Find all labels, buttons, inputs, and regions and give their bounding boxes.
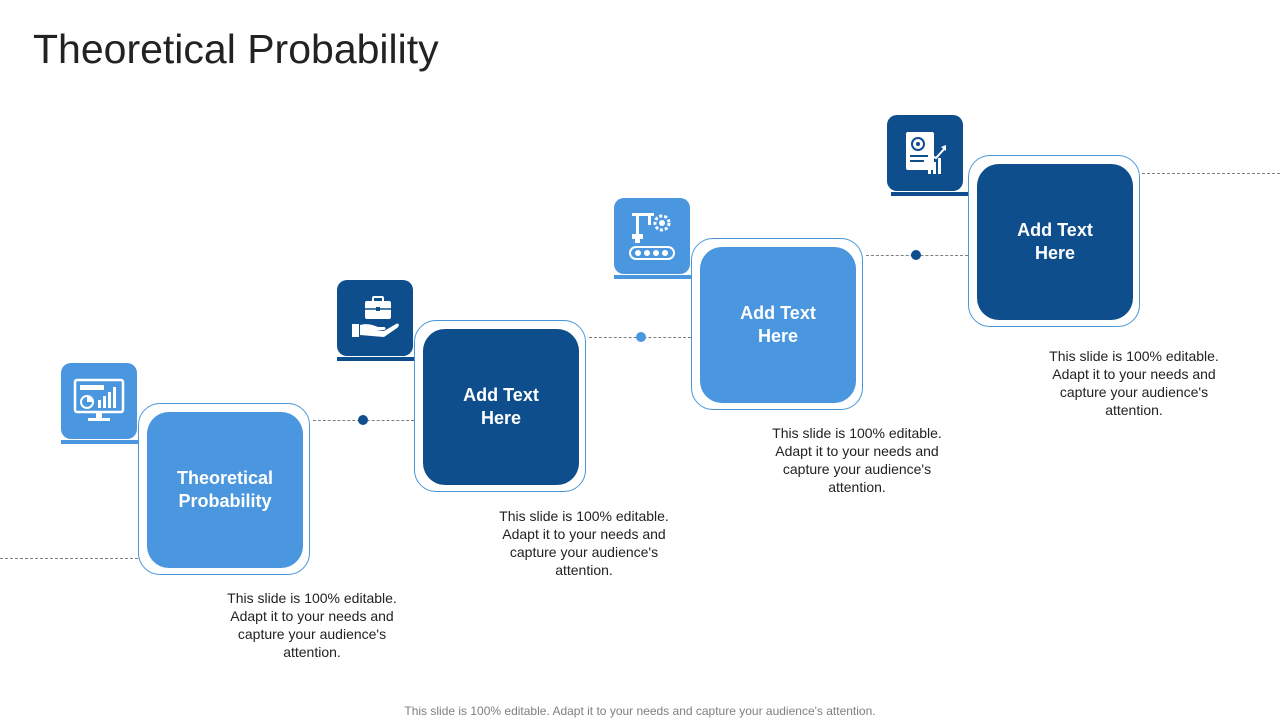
monitor-chart-icon	[73, 378, 125, 421]
step-4-card: Add Text Here	[968, 155, 1140, 327]
connector-line	[1142, 173, 1280, 174]
step-3-label: Add Text Here	[700, 247, 856, 403]
step-4-label: Add Text Here	[977, 164, 1133, 320]
robot-conveyor-icon	[629, 213, 675, 260]
step-3-icon-box	[614, 198, 690, 274]
step-1-card: Theoretical Probability	[138, 403, 310, 575]
page-title: Theoretical Probability	[33, 26, 439, 72]
connector-line	[0, 558, 138, 559]
step-4-description: This slide is 100% editable. Adapt it to…	[1049, 348, 1219, 418]
step-4-icon-underline	[891, 192, 969, 196]
step-2-card: Add Text Here	[414, 320, 586, 492]
step-3-icon-underline	[614, 275, 692, 279]
step-4-icon-box	[887, 115, 963, 191]
step-1-icon-underline	[61, 440, 139, 444]
step-2-icon-box	[337, 280, 413, 356]
connector-dot	[636, 332, 646, 342]
step-2-description: This slide is 100% editable. Adapt it to…	[499, 508, 669, 578]
connector-dot	[911, 250, 921, 260]
step-1-icon-box	[61, 363, 137, 439]
footer-note: This slide is 100% editable. Adapt it to…	[404, 704, 876, 718]
report-analytics-icon	[906, 132, 946, 174]
hand-briefcase-icon	[352, 296, 399, 337]
step-2-label: Add Text Here	[423, 329, 579, 485]
step-1-label: Theoretical Probability	[147, 412, 303, 568]
step-3-card: Add Text Here	[691, 238, 863, 410]
step-1-description: This slide is 100% editable. Adapt it to…	[227, 590, 397, 660]
step-2-icon-underline	[337, 357, 415, 361]
connector-dot	[358, 415, 368, 425]
step-3-description: This slide is 100% editable. Adapt it to…	[772, 425, 942, 495]
